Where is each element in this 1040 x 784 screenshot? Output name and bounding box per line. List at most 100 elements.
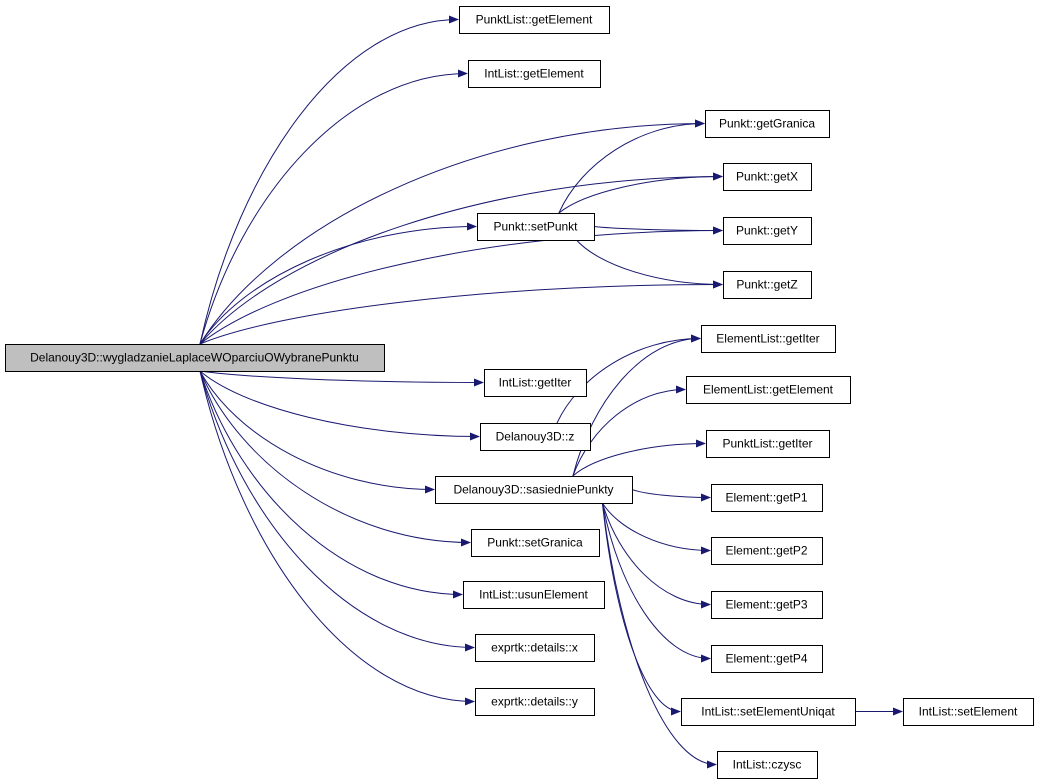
edge-root-to-il-getElement (199, 69, 468, 345)
node-box[interactable] (475, 688, 595, 716)
node-intlist-usunelement[interactable]: IntList::usunElement (463, 581, 605, 609)
node-intlist-setelement[interactable]: IntList::setElement (903, 698, 1034, 726)
node-punkt-setpunkt[interactable]: Punkt::setPunkt (477, 213, 595, 241)
node-label: exprtk::details::x (491, 641, 578, 655)
node-label: IntList::usunElement (479, 588, 588, 602)
node-delanouy3d-wygladzanielaplacewoparciuowybranepunktu[interactable]: Delanouy3D::wygladzanieLaplaceWOparciuOW… (5, 344, 385, 372)
edge-p-setPunkt-to-p-getZ (576, 239, 723, 289)
node-label: IntList::setElementUniqat (701, 705, 835, 719)
node-label: ElementList::getIter (716, 332, 819, 346)
node-element-getp1[interactable]: Element::getP1 (711, 484, 823, 512)
node-box[interactable] (475, 634, 595, 662)
node-label: IntList::getIter (499, 376, 572, 390)
node-exprtk-details-y[interactable]: exprtk::details::y (475, 688, 595, 716)
node-box[interactable] (711, 537, 823, 565)
node-element-getp3[interactable]: Element::getP3 (711, 591, 823, 619)
node-punkt-setgranica[interactable]: Punkt::setGranica (471, 529, 600, 557)
node-box[interactable] (459, 6, 610, 34)
node-punkt-getx[interactable]: Punkt::getX (723, 163, 812, 191)
node-box[interactable] (484, 369, 587, 397)
node-box[interactable] (711, 484, 823, 512)
edge-root-to-il-getIter (199, 370, 484, 387)
node-label: IntList::czysc (733, 758, 802, 772)
edge-root-to-p-setPunkt (199, 222, 477, 345)
node-elementlist-getelement[interactable]: ElementList::getElement (686, 376, 851, 404)
node-intlist-czysc[interactable]: IntList::czysc (717, 751, 818, 779)
node-delanouy3d-sasiedniepunkty[interactable]: Delanouy3D::sasiedniePunkty (435, 476, 633, 504)
node-box[interactable] (711, 591, 823, 619)
edge-root-to-p-getGranica (199, 119, 705, 345)
node-box[interactable] (480, 423, 591, 451)
node-punktlist-getelement[interactable]: PunktList::getElement (459, 6, 610, 34)
node-label: Punkt::getX (736, 170, 798, 184)
node-label: Delanouy3D::sasiedniePunkty (453, 483, 613, 497)
node-box[interactable] (723, 271, 812, 299)
node-box[interactable] (681, 698, 856, 726)
node-punktlist-getiter[interactable]: PunktList::getIter (706, 430, 830, 458)
edge-p-setPunkt-to-p-getGranica (558, 119, 705, 214)
node-box[interactable] (706, 430, 830, 458)
node-box[interactable] (686, 376, 851, 404)
node-label: Punkt::getY (736, 224, 798, 238)
node-label: exprtk::details::y (491, 695, 578, 709)
edge-root-to-ex-x (199, 370, 475, 652)
edge-d-sasiedniePunkty-to-e-getP4 (601, 502, 711, 663)
node-box[interactable] (717, 751, 818, 779)
node-label: ElementList::getElement (703, 383, 834, 397)
node-box[interactable] (468, 60, 601, 88)
node-box[interactable] (471, 529, 600, 557)
edge-d-sasiedniePunkty-to-el-getIter (572, 334, 701, 477)
node-elementlist-getiter[interactable]: ElementList::getIter (701, 325, 836, 353)
node-label: Element::getP1 (725, 491, 807, 505)
node-box[interactable] (903, 698, 1034, 726)
node-box[interactable] (435, 476, 633, 504)
node-intlist-getiter[interactable]: IntList::getIter (484, 369, 587, 397)
node-box[interactable] (723, 163, 812, 191)
node-punkt-gety[interactable]: Punkt::getY (723, 217, 812, 245)
node-box[interactable] (711, 645, 823, 673)
node-box[interactable] (705, 110, 830, 138)
node-punkt-getgranica[interactable]: Punkt::getGranica (705, 110, 830, 138)
nodes-layer: Delanouy3D::wygladzanieLaplaceWOparciuOW… (5, 6, 1034, 779)
edge-root-to-d-z (199, 370, 480, 441)
node-label: Delanouy3D::wygladzanieLaplaceWOparciuOW… (30, 351, 359, 365)
node-element-getp2[interactable]: Element::getP2 (711, 537, 823, 565)
edge-d-sasiedniePunkty-to-e-getP3 (601, 502, 711, 609)
node-box[interactable] (463, 581, 605, 609)
node-label: PunktList::getIter (722, 437, 812, 451)
node-box[interactable] (701, 325, 836, 353)
edge-d-sasiedniePunkty-to-il-czysc (601, 502, 717, 769)
node-box[interactable] (723, 217, 812, 245)
edge-d-sasiedniePunkty-to-el-getElement (572, 385, 686, 477)
node-element-getp4[interactable]: Element::getP4 (711, 645, 823, 673)
node-label: IntList::getElement (484, 67, 584, 81)
edge-root-to-p-getX (199, 172, 723, 345)
node-label: Punkt::setPunkt (493, 220, 578, 234)
edge-d-sasiedniePunkty-to-e-getP1 (631, 489, 711, 502)
node-intlist-getelement[interactable]: IntList::getElement (468, 60, 601, 88)
edge-root-to-pl-getElement (199, 15, 459, 345)
node-box[interactable] (477, 213, 595, 241)
node-label: Delanouy3D::z (496, 430, 575, 444)
node-label: Punkt::setGranica (487, 536, 583, 550)
node-box[interactable] (5, 344, 385, 372)
node-label: Element::getP4 (725, 652, 807, 666)
edge-d-sasiedniePunkty-to-e-getP2 (602, 502, 711, 555)
node-label: Punkt::getZ (736, 278, 797, 292)
node-intlist-setelementuniqat[interactable]: IntList::setElementUniqat (681, 698, 856, 726)
edge-root-to-d-sasiedniePunkty (199, 370, 435, 494)
node-delanouy3d-z[interactable]: Delanouy3D::z (480, 423, 591, 451)
node-label: IntList::setElement (919, 705, 1018, 719)
node-label: Punkt::getGranica (719, 117, 815, 131)
edge-d-z-to-el-getIter (556, 334, 701, 424)
edges-layer (199, 15, 903, 769)
edge-root-to-il-usunElement (199, 370, 463, 599)
edge-root-to-p-setGranica (199, 370, 471, 547)
node-exprtk-details-x[interactable]: exprtk::details::x (475, 634, 595, 662)
node-punkt-getz[interactable]: Punkt::getZ (723, 271, 812, 299)
edge-root-to-ex-y (199, 370, 475, 706)
node-label: PunktList::getElement (476, 13, 593, 27)
edge-p-setPunkt-to-p-getX (558, 172, 723, 214)
edge-root-to-p-getZ (199, 280, 723, 345)
